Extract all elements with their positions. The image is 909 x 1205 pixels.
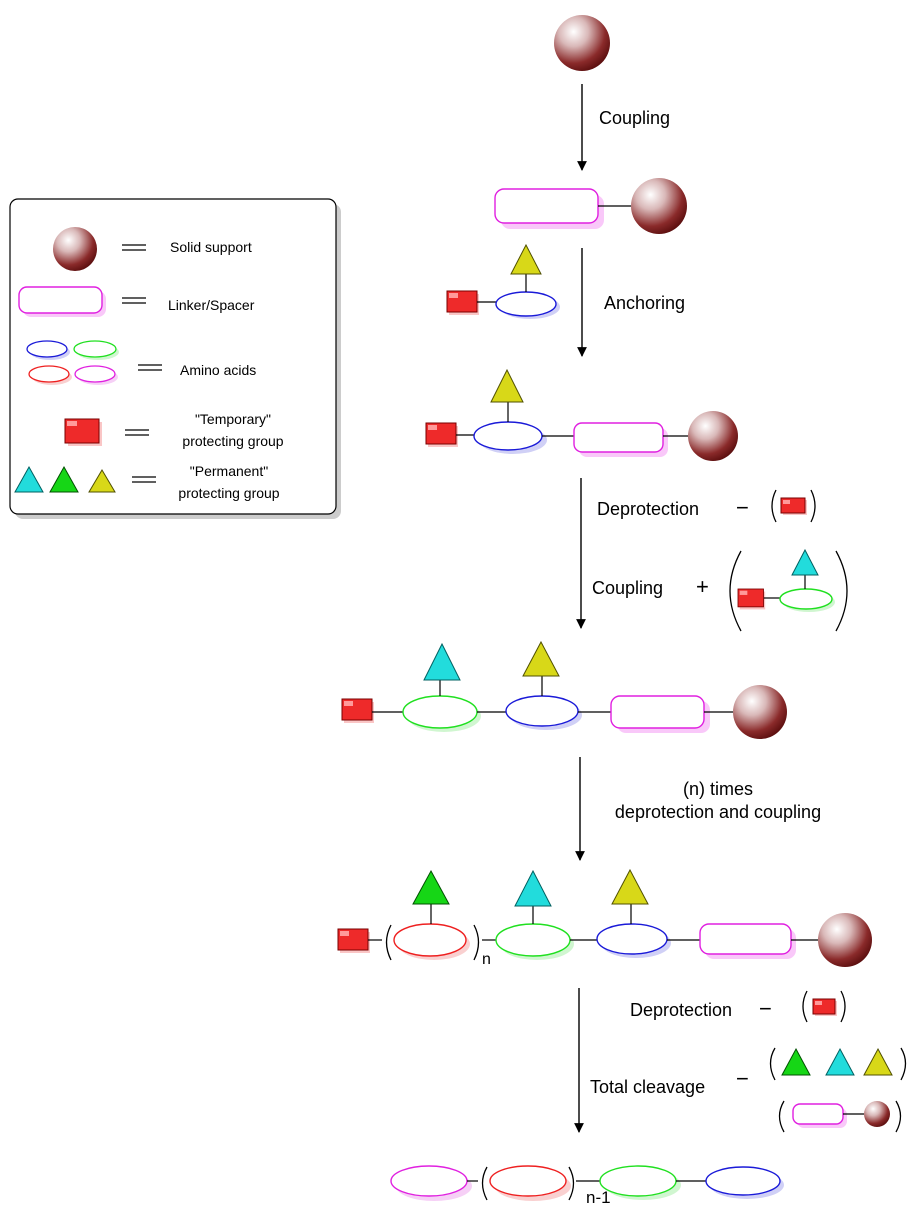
step-total-cleavage: Total cleavage — [590, 1077, 705, 1097]
legend-permanent-label-2: protecting group — [178, 485, 279, 501]
step-anchoring: Anchoring — [604, 293, 685, 313]
step-deprotection-1: Deprotection — [597, 499, 699, 519]
step-repeat-line2: deprotection and coupling — [615, 802, 821, 822]
solid-support-ball — [554, 15, 610, 71]
anchoring-reagent — [446, 243, 560, 319]
legend-amino-acids-icon — [26, 340, 119, 385]
legend-amino-acids-label: Amino acids — [180, 362, 256, 378]
stage-dipeptide — [341, 640, 787, 739]
legend-linker-label: Linker/Spacer — [168, 297, 255, 313]
stage-anchored — [425, 368, 738, 461]
legend-temporary-label-1: "Temporary" — [195, 411, 271, 427]
legend-permanent-label-1: "Permanent" — [190, 463, 268, 479]
stage-resin — [554, 15, 610, 71]
minus-sign-1: − — [736, 495, 749, 520]
removed-temp-pg-2 — [802, 990, 846, 1023]
stage-linker-resin — [494, 178, 687, 234]
repeat-subscript-n-minus-1: n-1 — [586, 1188, 611, 1205]
legend: Solid support Linker/Spacer Amino acids — [9, 198, 341, 519]
legend-linker-icon — [18, 286, 106, 317]
legend-permanent-pg-icons — [14, 465, 116, 493]
step-coupling-1: Coupling — [599, 108, 670, 128]
legend-temporary-pg-icon — [64, 418, 102, 446]
legend-solid-support-label: Solid support — [170, 239, 252, 255]
stage-free-peptide — [390, 1165, 784, 1201]
removed-permanent-pgs — [769, 1047, 907, 1081]
plus-sign: + — [696, 574, 709, 599]
step-deprotection-2: Deprotection — [630, 1000, 732, 1020]
minus-sign-2: − — [759, 996, 772, 1021]
step-coupling-2: Coupling — [592, 578, 663, 598]
minus-sign-3: − — [736, 1066, 749, 1091]
removed-temp-pg-1 — [771, 489, 816, 523]
stage-elongated-chain — [337, 868, 872, 967]
legend-solid-support-icon — [53, 227, 97, 271]
step-repeat-line1: (n) times — [683, 779, 753, 799]
repeat-subscript-n: n — [482, 951, 491, 968]
added-amino-acid — [729, 548, 848, 632]
removed-linker-resin — [778, 1100, 902, 1133]
legend-temporary-label-2: protecting group — [182, 433, 283, 449]
